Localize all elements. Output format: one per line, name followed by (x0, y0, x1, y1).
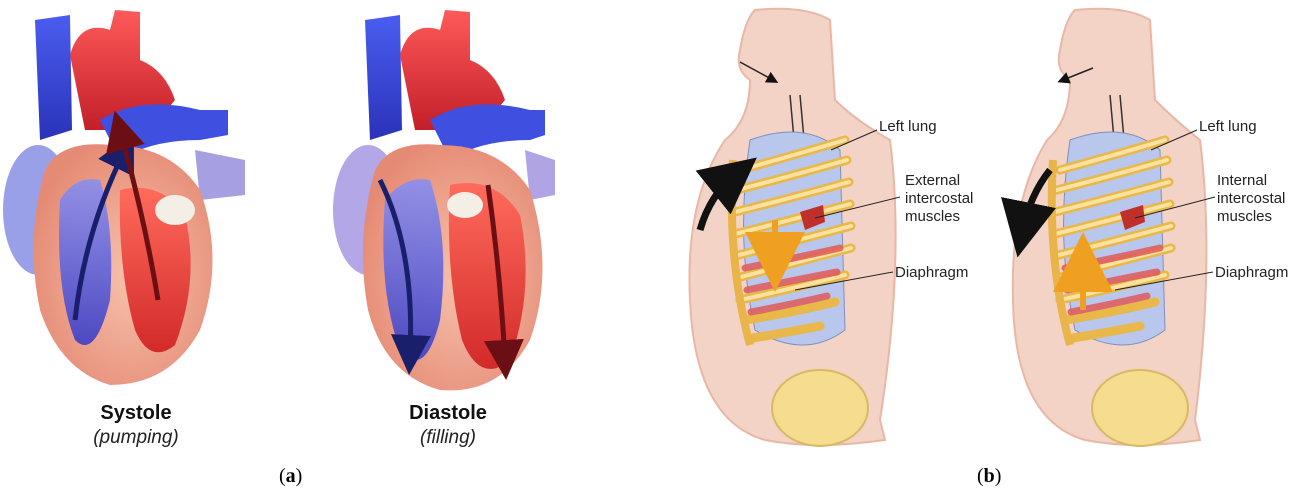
diastole-heart (333, 10, 555, 390)
exhale-lung-label: Left lung (1199, 118, 1257, 136)
ribcage-inhale (732, 132, 851, 345)
mitral-valve (447, 192, 483, 218)
stomach (772, 370, 868, 446)
inhale-muscle-label: External intercostal muscles (905, 172, 973, 226)
panel-a-heart: Systole (pumping) Diastole (filling) (a) (0, 0, 655, 492)
exhalation-figure (1013, 9, 1215, 446)
panel-label-a: (a) (279, 465, 302, 488)
diastole-title: Diastole (348, 402, 548, 425)
pulmonary-veins (195, 150, 245, 200)
panel-b-breathing: Left lung External intercostal muscles D… (655, 0, 1311, 492)
inhalation-figure (689, 9, 900, 446)
breathing-illustrations (655, 0, 1311, 492)
ribcage-exhale (1052, 132, 1171, 345)
systole-heart (3, 10, 245, 385)
superior-vena-cava (35, 15, 72, 140)
systole-subtitle: (pumping) (36, 427, 236, 449)
exhale-muscle-label: Internal intercostal muscles (1217, 172, 1285, 226)
systole-title: Systole (36, 402, 236, 425)
mitral-valve (155, 195, 195, 225)
exhale-diaphragm-label: Diaphragm (1215, 264, 1288, 282)
superior-vena-cava (365, 15, 402, 140)
inhale-diaphragm-label: Diaphragm (895, 264, 968, 282)
panel-label-b: (b) (977, 465, 1001, 488)
diastole-subtitle: (filling) (348, 427, 548, 449)
stomach (1092, 370, 1188, 446)
inhale-lung-label: Left lung (879, 118, 937, 136)
